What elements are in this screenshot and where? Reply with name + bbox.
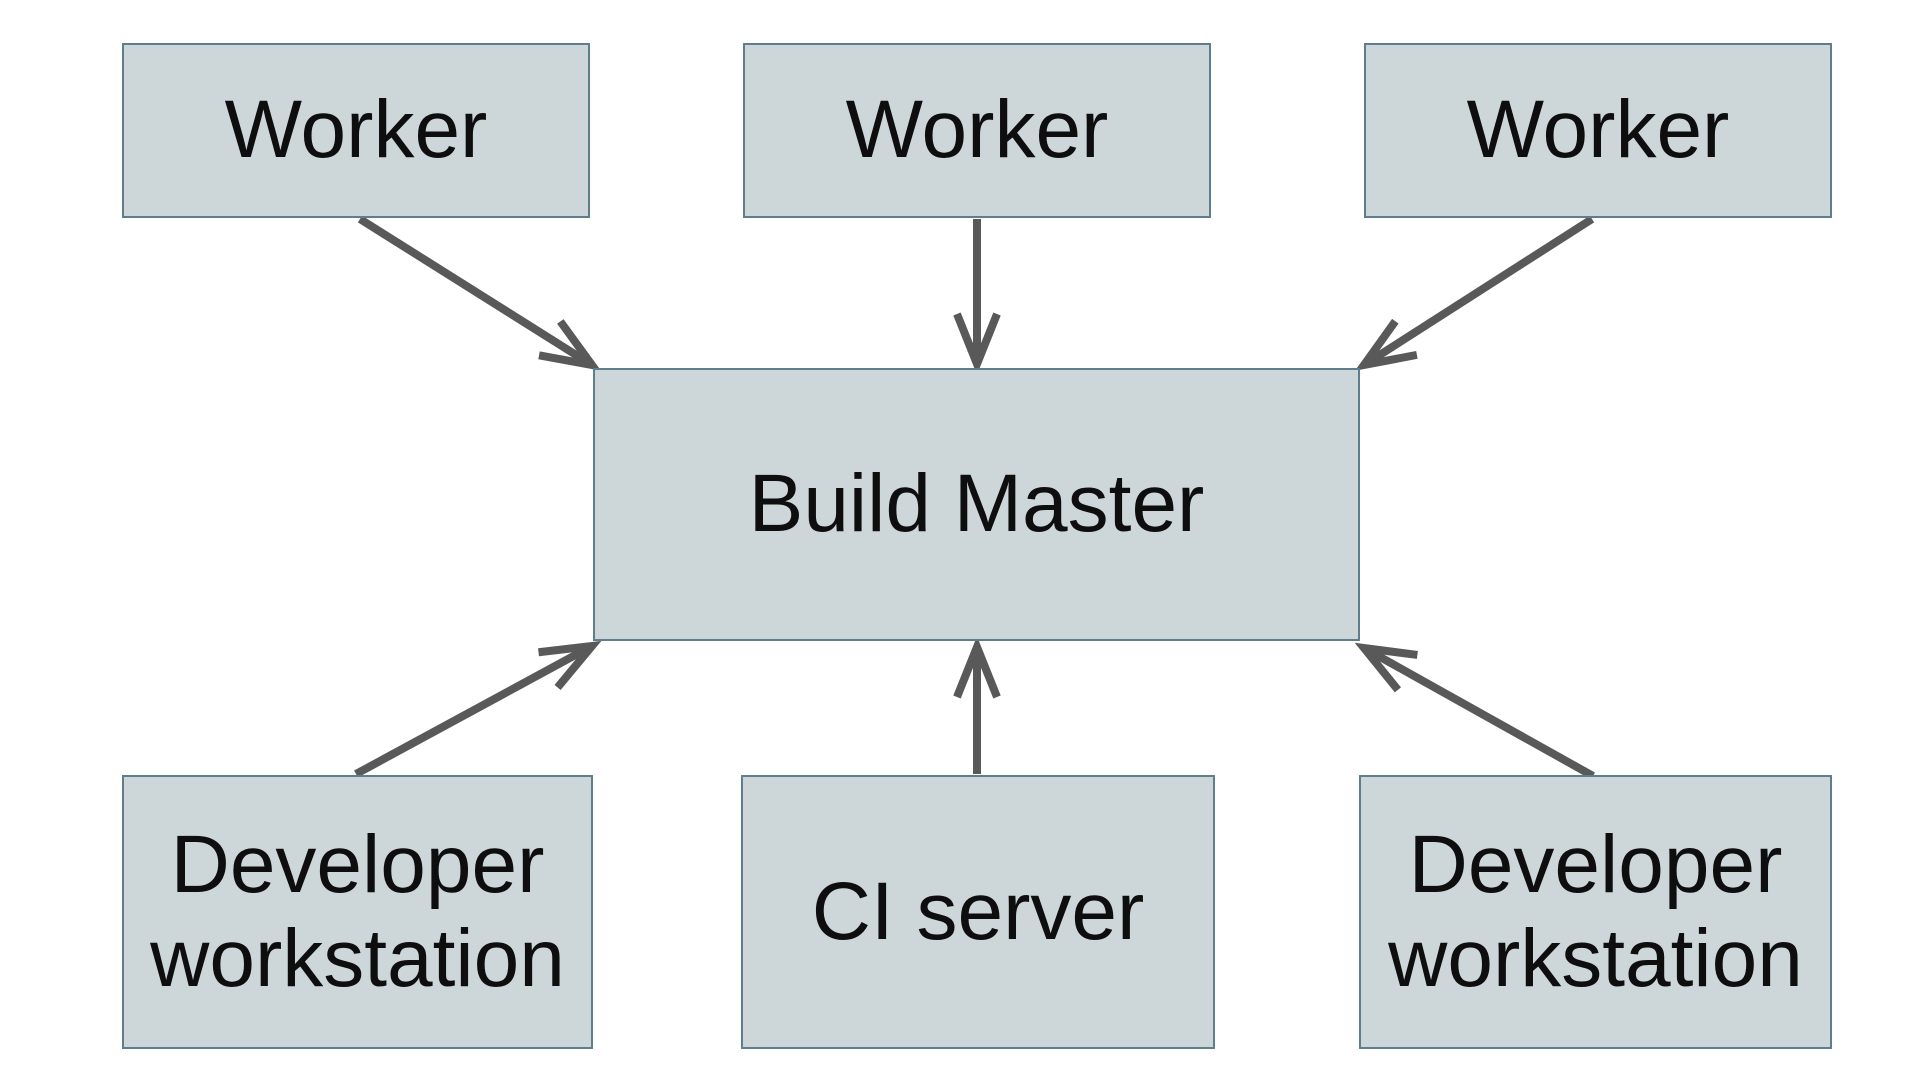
node-build-master-label: Build Master xyxy=(748,458,1205,550)
arrow-dev-workstation-right-to-build-master xyxy=(1354,642,1595,780)
node-developer-workstation-right: Developer workstation xyxy=(1359,775,1832,1049)
node-build-master: Build Master xyxy=(593,368,1360,641)
node-developer-workstation-left: Developer workstation xyxy=(122,775,593,1049)
node-worker-1: Worker xyxy=(122,43,590,218)
node-worker-2-label: Worker xyxy=(845,84,1109,176)
node-developer-workstation-right-label: Developer workstation xyxy=(1388,818,1803,1004)
node-worker-3: Worker xyxy=(1364,43,1832,218)
arrow-dev-workstation-left-to-build-master xyxy=(354,640,602,778)
node-worker-1-label: Worker xyxy=(224,84,488,176)
node-ci-server-label: CI server xyxy=(811,865,1145,957)
node-worker-2: Worker xyxy=(743,43,1211,218)
node-developer-workstation-left-label: Developer workstation xyxy=(150,818,565,1004)
node-worker-3-label: Worker xyxy=(1466,84,1730,176)
arrow-worker-1-to-build-master xyxy=(357,215,602,371)
node-ci-server: CI server xyxy=(741,775,1215,1049)
arrow-worker-3-to-build-master xyxy=(1354,215,1595,371)
